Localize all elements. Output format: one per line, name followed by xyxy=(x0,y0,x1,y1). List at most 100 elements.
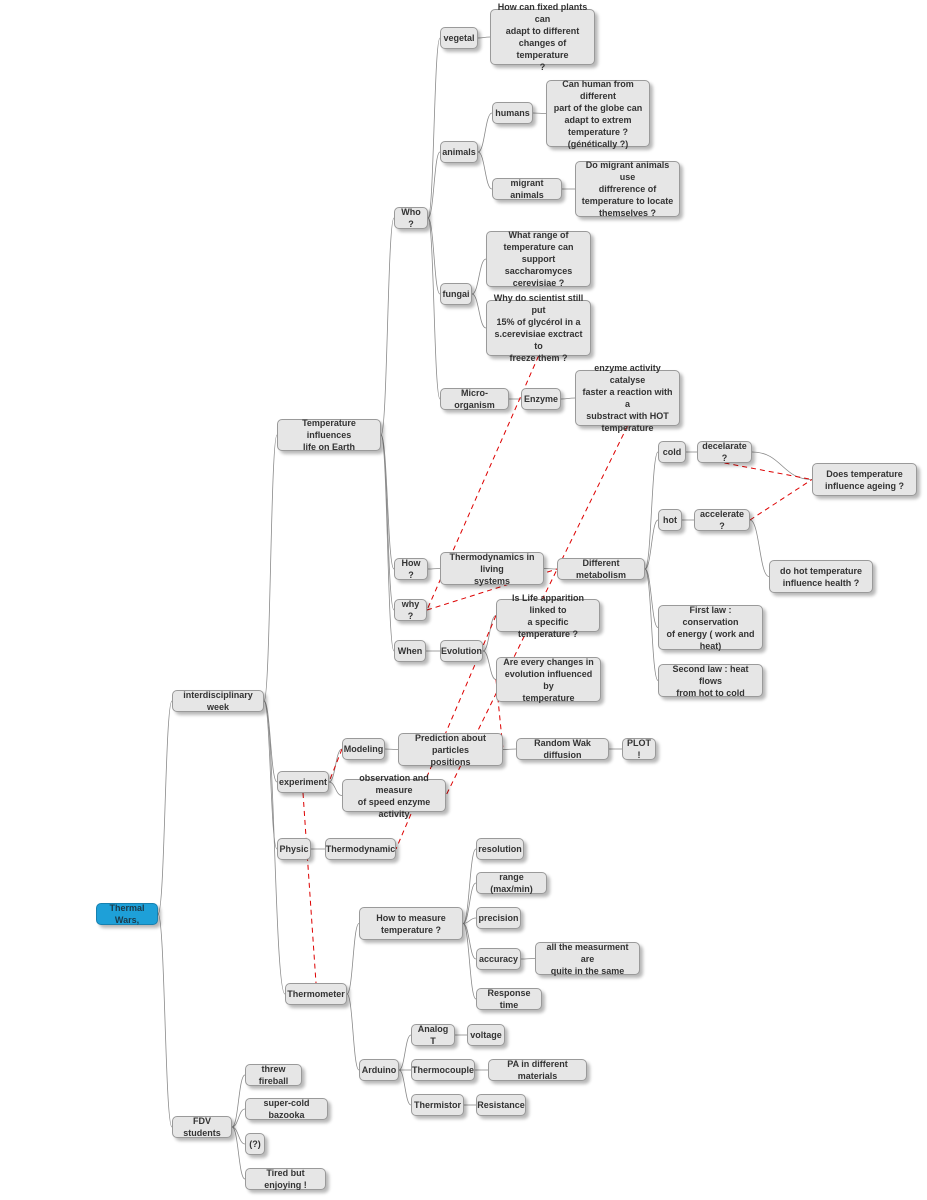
node-animals[interactable]: animals xyxy=(440,141,478,163)
connector-interdisciplinary-physic xyxy=(263,700,278,850)
cross-link-decelarate-ageing xyxy=(724,462,813,480)
connector-metabolism-cold xyxy=(644,451,659,570)
node-threw-fireball[interactable]: threw fireball xyxy=(245,1064,302,1086)
question-evolution-changes[interactable]: Are every changes in evolution influence… xyxy=(496,657,601,703)
node-modeling[interactable]: Modeling xyxy=(342,738,385,760)
node-response-time[interactable]: Response time xyxy=(476,988,542,1010)
node-observation-enzyme-speed[interactable]: observation and measure of speed enzyme … xyxy=(342,773,446,819)
question-ageing[interactable]: Does temperature influence ageing ? xyxy=(812,463,917,496)
node-accelerate[interactable]: accelerate ? xyxy=(694,509,750,531)
connector-fdv-tired xyxy=(231,1126,246,1180)
topic-experiment[interactable]: experiment xyxy=(277,771,329,793)
connector-how-measure-precision xyxy=(462,917,477,924)
connector-who-animals xyxy=(427,151,441,219)
node-evolution[interactable]: Evolution xyxy=(440,640,483,662)
node-accuracy[interactable]: accuracy xyxy=(476,948,521,970)
cross-link-accelerate-ageing xyxy=(749,479,813,521)
connector-interdisciplinary-temperature xyxy=(263,434,278,702)
node-fungai[interactable]: fungai xyxy=(440,283,472,305)
node-pa-materials[interactable]: PA in different materials xyxy=(488,1059,587,1081)
connector-thermometer-how-measure xyxy=(346,923,360,995)
note-accuracy[interactable]: all the measurment are quite in the same xyxy=(535,942,640,976)
connector-modeling-prediction xyxy=(384,748,399,750)
note-first-law[interactable]: First law : conservation of energy ( wor… xyxy=(658,605,763,651)
connector-enzyme-enzyme-q xyxy=(560,397,576,400)
connector-how-thermo-living xyxy=(427,568,441,570)
question-migrant-animals[interactable]: Do migrant animals use diffrerence of te… xyxy=(575,160,680,218)
connector-interdisciplinary-thermometer xyxy=(263,700,286,995)
node-how-to-measure[interactable]: How to measure temperature ? xyxy=(359,907,463,940)
node-who[interactable]: Who ? xyxy=(394,207,428,229)
node-voltage[interactable]: voltage xyxy=(467,1024,505,1046)
connector-fungai-fungai-q1 xyxy=(471,258,487,295)
node-thermocouple[interactable]: Thermocouple xyxy=(411,1059,475,1081)
node-tired-but-enjoying[interactable]: Tired but enjoying ! xyxy=(245,1168,326,1190)
question-hot-health[interactable]: do hot temperature influence health ? xyxy=(769,560,873,593)
topic-temperature-influences-life[interactable]: Temperature influences life on Earth xyxy=(277,418,381,452)
connector-who-fungai xyxy=(427,217,441,295)
branch-interdisciplinary-week[interactable]: interdisciplinary week xyxy=(172,690,264,712)
branch-fdv-students[interactable]: FDV students xyxy=(172,1116,232,1138)
node-migrant-animals[interactable]: migrant animals xyxy=(492,178,562,200)
node-cold[interactable]: cold xyxy=(658,441,686,463)
note-second-law[interactable]: Second law : heat flows from hot to cold xyxy=(658,664,763,698)
node-thermodynamic[interactable]: Thermodynamic xyxy=(325,838,396,860)
connector-who-micro xyxy=(427,217,441,400)
node-different-metabolism[interactable]: Different metabolism xyxy=(557,558,645,580)
node-enzyme[interactable]: Enzyme xyxy=(521,388,561,410)
node-humans[interactable]: humans xyxy=(492,102,533,124)
node-plot[interactable]: PLOT ! xyxy=(622,738,656,760)
node-how[interactable]: How ? xyxy=(394,558,428,580)
question-saccharomyces-range[interactable]: What range of temperature can support sa… xyxy=(486,230,591,288)
connector-metabolism-second-law xyxy=(644,568,659,681)
node-hot[interactable]: hot xyxy=(658,509,682,531)
topic-physic[interactable]: Physic xyxy=(277,838,311,860)
connector-metabolism-hot xyxy=(644,519,659,570)
cross-link-experiment-thermometer xyxy=(302,792,317,984)
connector-evolution-evo-q1 xyxy=(482,615,497,652)
connector-accelerate-health xyxy=(749,519,770,577)
node-why[interactable]: why ? xyxy=(394,599,427,621)
node-random-walk-diffusion[interactable]: Random Wak diffusion xyxy=(516,738,609,760)
node-super-cold-bazooka[interactable]: super-cold bazooka xyxy=(245,1098,328,1120)
question-fixed-plants[interactable]: How can fixed plants can adapt to differ… xyxy=(490,2,595,72)
connector-thermo-living-metabolism xyxy=(543,568,558,570)
connector-temperature-who xyxy=(380,217,395,436)
connector-root-fdv xyxy=(157,913,173,1128)
node-micro-organism[interactable]: Micro-organism xyxy=(440,388,509,410)
node-decelarate[interactable]: decelarate ? xyxy=(697,441,752,463)
connector-how-measure-range xyxy=(462,882,477,924)
connector-vegetal-vegetal-q xyxy=(477,36,491,39)
node-when[interactable]: When xyxy=(394,640,426,662)
question-glycerol-freezing[interactable]: Why do scientist still put 15% of glycér… xyxy=(486,293,591,363)
note-enzyme-activity[interactable]: enzyme activity catalyse faster a reacti… xyxy=(575,363,680,433)
node-range[interactable]: range (max/min) xyxy=(476,872,547,894)
node-thermodynamics-living-systems[interactable]: Thermodynamics in living systems xyxy=(440,552,544,586)
node-thermistor[interactable]: Thermistor xyxy=(411,1094,464,1116)
connector-how-measure-response xyxy=(462,923,477,1000)
connector-evolution-evo-q2 xyxy=(482,650,497,680)
node-resolution[interactable]: resolution xyxy=(476,838,524,860)
node-resistance[interactable]: Resistance xyxy=(476,1094,526,1116)
root-node[interactable]: Thermal Wars, xyxy=(96,903,158,925)
cross-link-fungai-q2-why xyxy=(426,355,539,611)
node-arduino[interactable]: Arduino xyxy=(359,1059,399,1081)
cross-link-why-metabolism xyxy=(426,568,558,611)
node-precision[interactable]: precision xyxy=(476,907,521,929)
connector-experiment-modeling xyxy=(328,748,343,783)
topic-thermometer[interactable]: Thermometer xyxy=(285,983,347,1005)
connector-prediction-random-walk xyxy=(502,748,517,750)
question-life-apparition[interactable]: Is Life apparition linked to a specific … xyxy=(496,593,600,639)
connector-how-measure-accuracy xyxy=(462,923,477,960)
connector-experiment-observation xyxy=(328,781,343,796)
connector-arduino-analog xyxy=(398,1034,412,1071)
node-vegetal[interactable]: vegetal xyxy=(440,27,478,49)
question-human-adaptation[interactable]: Can human from different part of the glo… xyxy=(546,79,650,149)
node-question-mark[interactable]: (?) xyxy=(245,1133,265,1155)
node-prediction-particles[interactable]: Prediction about particles positions xyxy=(398,733,503,767)
node-analog-t[interactable]: Analog T xyxy=(411,1024,455,1046)
connector-animals-humans xyxy=(477,112,493,153)
connector-fdv-bazooka xyxy=(231,1108,246,1128)
